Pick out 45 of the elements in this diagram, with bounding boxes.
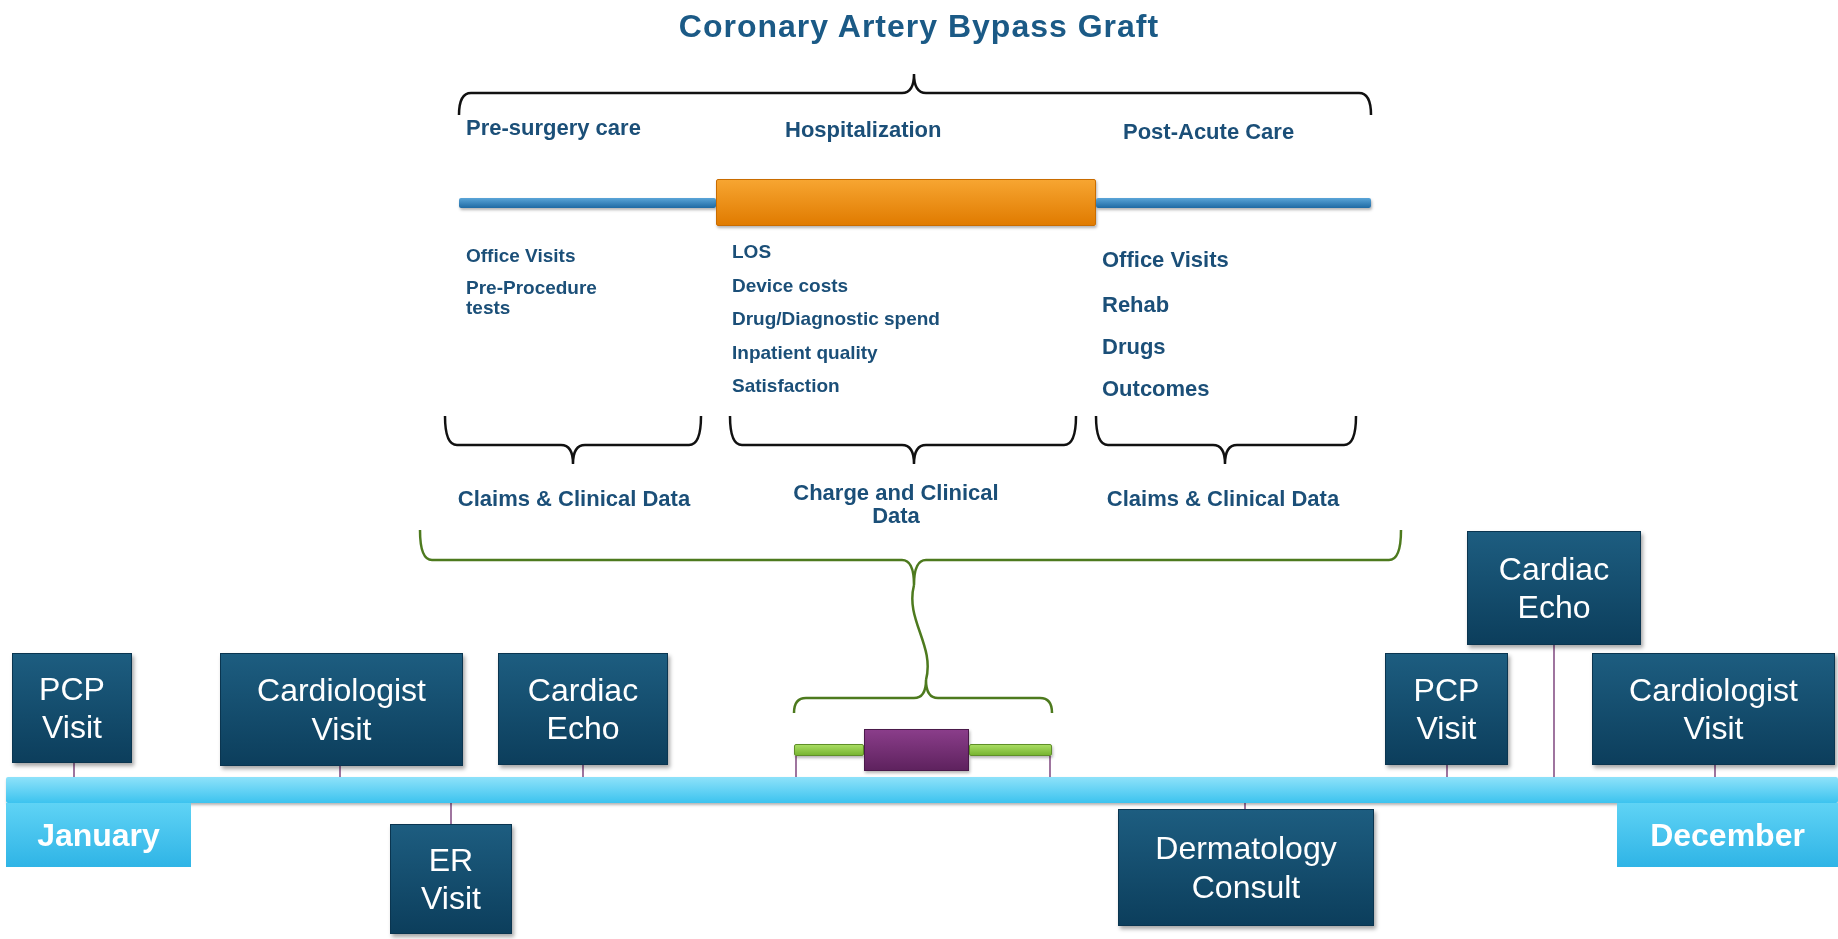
data-source-label: Claims & Clinical Data xyxy=(1105,487,1341,511)
connector-line xyxy=(795,755,797,778)
connector-line xyxy=(1446,764,1448,778)
connector-line xyxy=(1049,755,1051,778)
cost-item: Satisfaction xyxy=(732,376,841,396)
event-box: PCP Visit xyxy=(1385,653,1508,765)
connector-line xyxy=(1714,764,1716,778)
event-box: Dermatology Consult xyxy=(1118,809,1374,926)
year-timeline-bar xyxy=(6,777,1838,803)
event-box: Cardiologist Visit xyxy=(220,653,463,766)
event-box: Cardiologist Visit xyxy=(1592,653,1835,765)
timeline-bar xyxy=(459,198,716,208)
connector-line xyxy=(450,802,452,825)
cost-item: Drugs xyxy=(1102,335,1167,359)
cost-item: Outcomes xyxy=(1102,377,1211,401)
cost-item: Office Visits xyxy=(1102,248,1230,272)
hospital-stay-bar xyxy=(794,744,864,756)
cost-item: Office Visits xyxy=(466,246,577,266)
cost-item: LOS xyxy=(732,242,773,262)
phase-heading: Post-Acute Care xyxy=(1123,120,1296,144)
month-label: January xyxy=(6,803,191,867)
event-box: Cardiac Echo xyxy=(1467,531,1641,645)
phase-heading: Hospitalization xyxy=(785,118,943,142)
hospitalization-bar xyxy=(716,179,1096,226)
diagram-title: Coronary Artery Bypass Graft xyxy=(677,8,1161,45)
cost-item: Rehab xyxy=(1102,293,1171,317)
connector-line xyxy=(582,764,584,778)
cost-item: Pre-Procedure tests xyxy=(466,278,598,318)
cost-item: Inpatient quality xyxy=(732,343,879,363)
event-box: Cardiac Echo xyxy=(498,653,668,765)
connector-line xyxy=(339,765,341,778)
cost-item: Drug/Diagnostic spend xyxy=(732,309,941,329)
data-source-label: Claims & Clinical Data xyxy=(456,487,692,511)
connector-line xyxy=(1553,644,1555,778)
hospital-stay-bar xyxy=(969,744,1052,756)
event-box: PCP Visit xyxy=(12,653,132,763)
connector-line xyxy=(1244,802,1246,810)
event-box: ER Visit xyxy=(390,824,512,934)
procedure-block xyxy=(864,729,969,771)
month-label: December xyxy=(1617,803,1838,867)
timeline-bar xyxy=(1096,198,1371,208)
phase-heading: Pre-surgery care xyxy=(466,116,642,140)
connector-line xyxy=(73,762,75,778)
cost-item: Device costs xyxy=(732,276,850,296)
data-source-label: Charge and Clinical Data xyxy=(792,481,1000,528)
